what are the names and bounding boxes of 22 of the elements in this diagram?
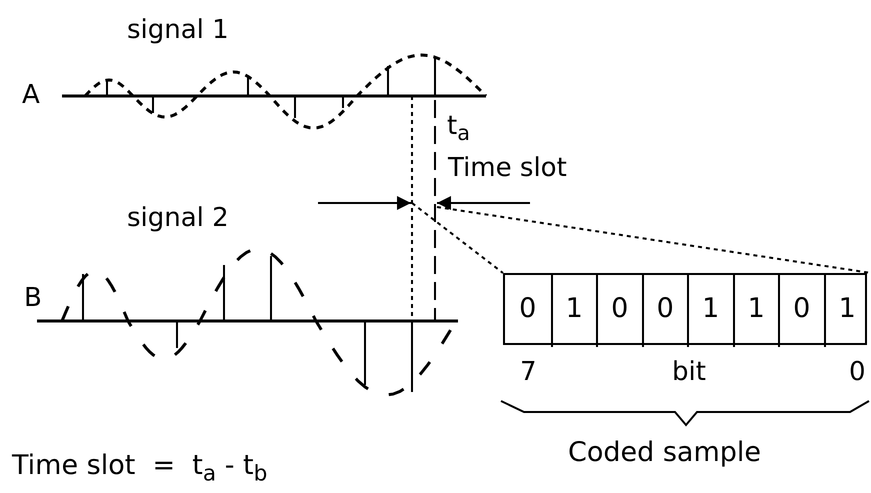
formula-text: Time slot = t$_{a}$ - t$_{b}$ bbox=[12, 450, 268, 482]
bit-cell: 0 bbox=[596, 275, 642, 347]
bit-cell: 0 bbox=[778, 275, 824, 347]
signal-label: signal 1 bbox=[127, 16, 229, 46]
bit-cell: 0 bbox=[642, 275, 687, 347]
time-slot-label: Time slot bbox=[448, 154, 567, 184]
bit-cell: 1 bbox=[550, 275, 596, 347]
bit-cell: 1 bbox=[824, 275, 869, 347]
register-box bbox=[503, 273, 867, 345]
projection-line bbox=[436, 206, 871, 274]
bit-index-label: 0 bbox=[849, 358, 866, 388]
projection-line bbox=[411, 202, 504, 274]
axis-label: B bbox=[24, 284, 42, 314]
bit-label: bit bbox=[672, 358, 706, 388]
signal-label: signal 2 bbox=[127, 204, 229, 234]
bit-index-label: 7 bbox=[520, 358, 537, 388]
coded-sample-label: Coded sample bbox=[568, 437, 762, 468]
bit-cell: 1 bbox=[732, 275, 778, 347]
bit-cell: 0 bbox=[505, 275, 550, 347]
axis-label: A bbox=[22, 81, 40, 111]
bit-cell: 1 bbox=[687, 275, 732, 347]
time-label: t$_{a}$ bbox=[447, 112, 470, 142]
